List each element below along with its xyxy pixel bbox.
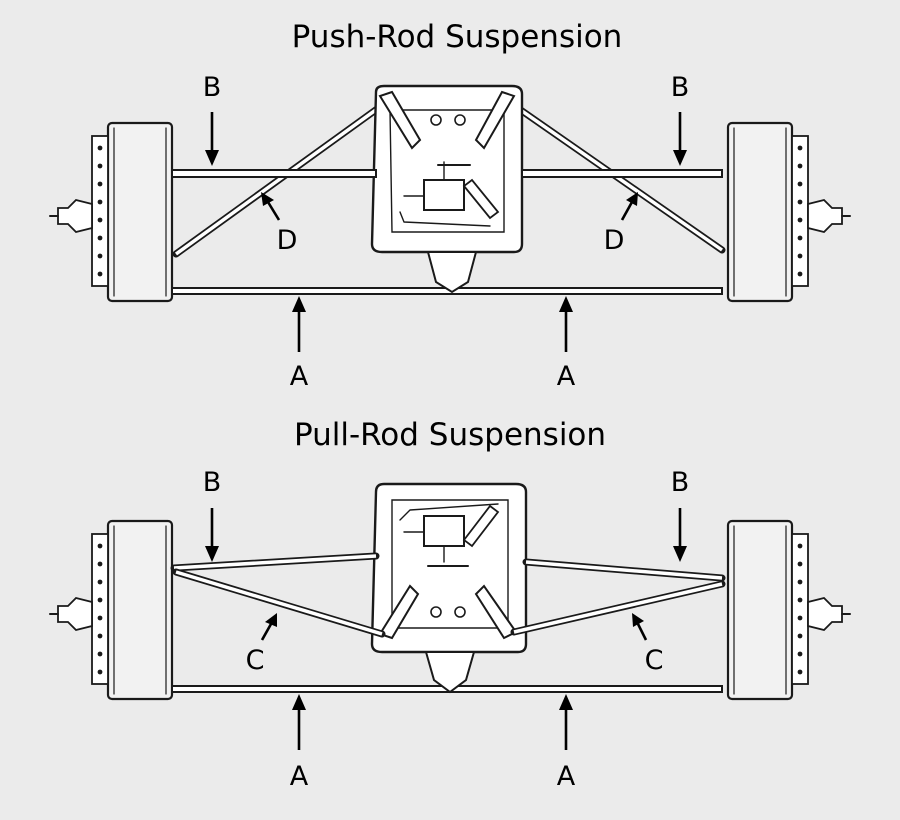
arrow-rod-right-bottom [636,623,648,641]
pull-rod-right [513,582,723,634]
pull-rod-title: Pull-Rod Suspension [294,417,606,453]
label-rod-left-top: D [277,225,298,256]
arrow-rod-right-top [620,201,634,221]
label-b-left-bottom: B [203,467,222,498]
upper-wishbone-bottom-left [173,554,377,570]
arrow-rod-left-bottom [260,623,273,641]
label-b-left-top: B [203,72,222,103]
label-a-right-bottom: A [557,761,576,792]
pull-rod-left [175,570,383,636]
chassis-top [370,84,524,294]
label-rod-right-top: D [604,225,625,256]
upper-wishbone-bottom-right [525,560,723,580]
label-a-left-bottom: A [290,761,309,792]
pull-rod-diagram: Pull-Rod Suspension [48,417,850,792]
label-b-right-top: B [671,72,690,103]
label-rod-right-bottom: C [645,645,664,676]
label-rod-left-bottom: C [246,645,265,676]
arrow-rod-left-top [266,201,281,221]
label-b-right-bottom: B [671,467,690,498]
push-rod-title: Push-Rod Suspension [292,19,623,55]
chassis-bottom [370,482,528,694]
label-a-left-top: A [290,361,309,392]
push-rod-diagram: Push-Rod Suspension [48,19,850,392]
push-rod-left [174,102,386,256]
label-a-right-top: A [557,361,576,392]
